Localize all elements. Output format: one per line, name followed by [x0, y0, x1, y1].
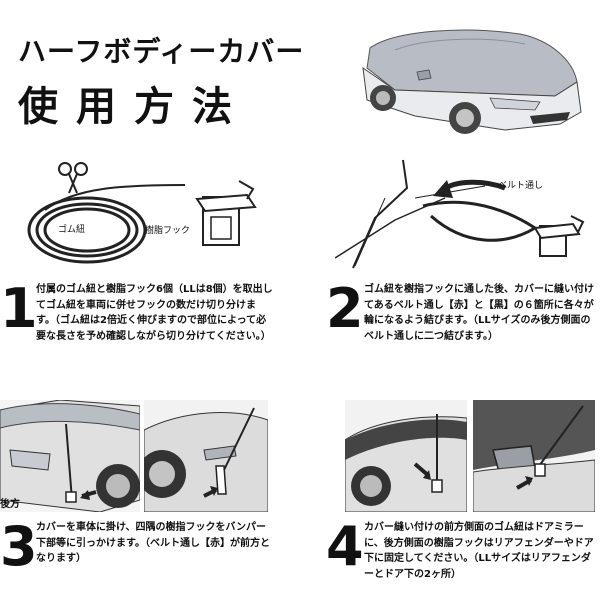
resin-hook-label: 樹脂フック: [145, 226, 191, 236]
step-4-text: カバー縫い付けの前方側面のゴム紐はドアミラーに、後方側面の樹脂フックはリアフェン…: [364, 522, 594, 580]
page-subtitle: 使用方法: [18, 84, 250, 130]
scissors-icon: [58, 162, 88, 194]
step-3-rear-illustration: [0, 400, 140, 512]
belt-loop-label: ベルト通し: [498, 181, 544, 191]
car-with-cover-illustration: [355, 20, 590, 145]
step-2-text: ゴム紐を樹指フックに通した後、カバーに縫い付けてあるベルト通し【赤】と【黒】の６…: [364, 284, 594, 342]
step-2-number: 2: [326, 277, 364, 340]
step-4-number: 4: [326, 515, 364, 578]
product-title: ハーフボディーカバー: [18, 35, 305, 68]
rubber-string-label: ゴム紐: [58, 225, 86, 235]
step-3-front-illustration: [144, 400, 268, 512]
step-1-illustration: [15, 155, 290, 270]
step-4-rear-illustration: [345, 400, 467, 512]
step-4-front-illustration: [473, 400, 595, 512]
resin-hook-icon: [195, 180, 257, 246]
step-1-text: 付属のゴム紐と樹脂フック6個（LLは8個）を取出してゴム紐を車両に併せフックの数…: [36, 284, 273, 342]
step-2-illustration: [335, 158, 595, 273]
resin-hook-icon: [533, 215, 585, 257]
step-3-text: カバーを車体に掛け、四隅の樹指フックをバンパー下部等に引っかけます。（ベルト通し…: [36, 522, 270, 564]
step-1-number: 1: [0, 277, 38, 340]
step-3-number: 3: [0, 515, 38, 578]
rear-label: 後方: [0, 499, 20, 510]
